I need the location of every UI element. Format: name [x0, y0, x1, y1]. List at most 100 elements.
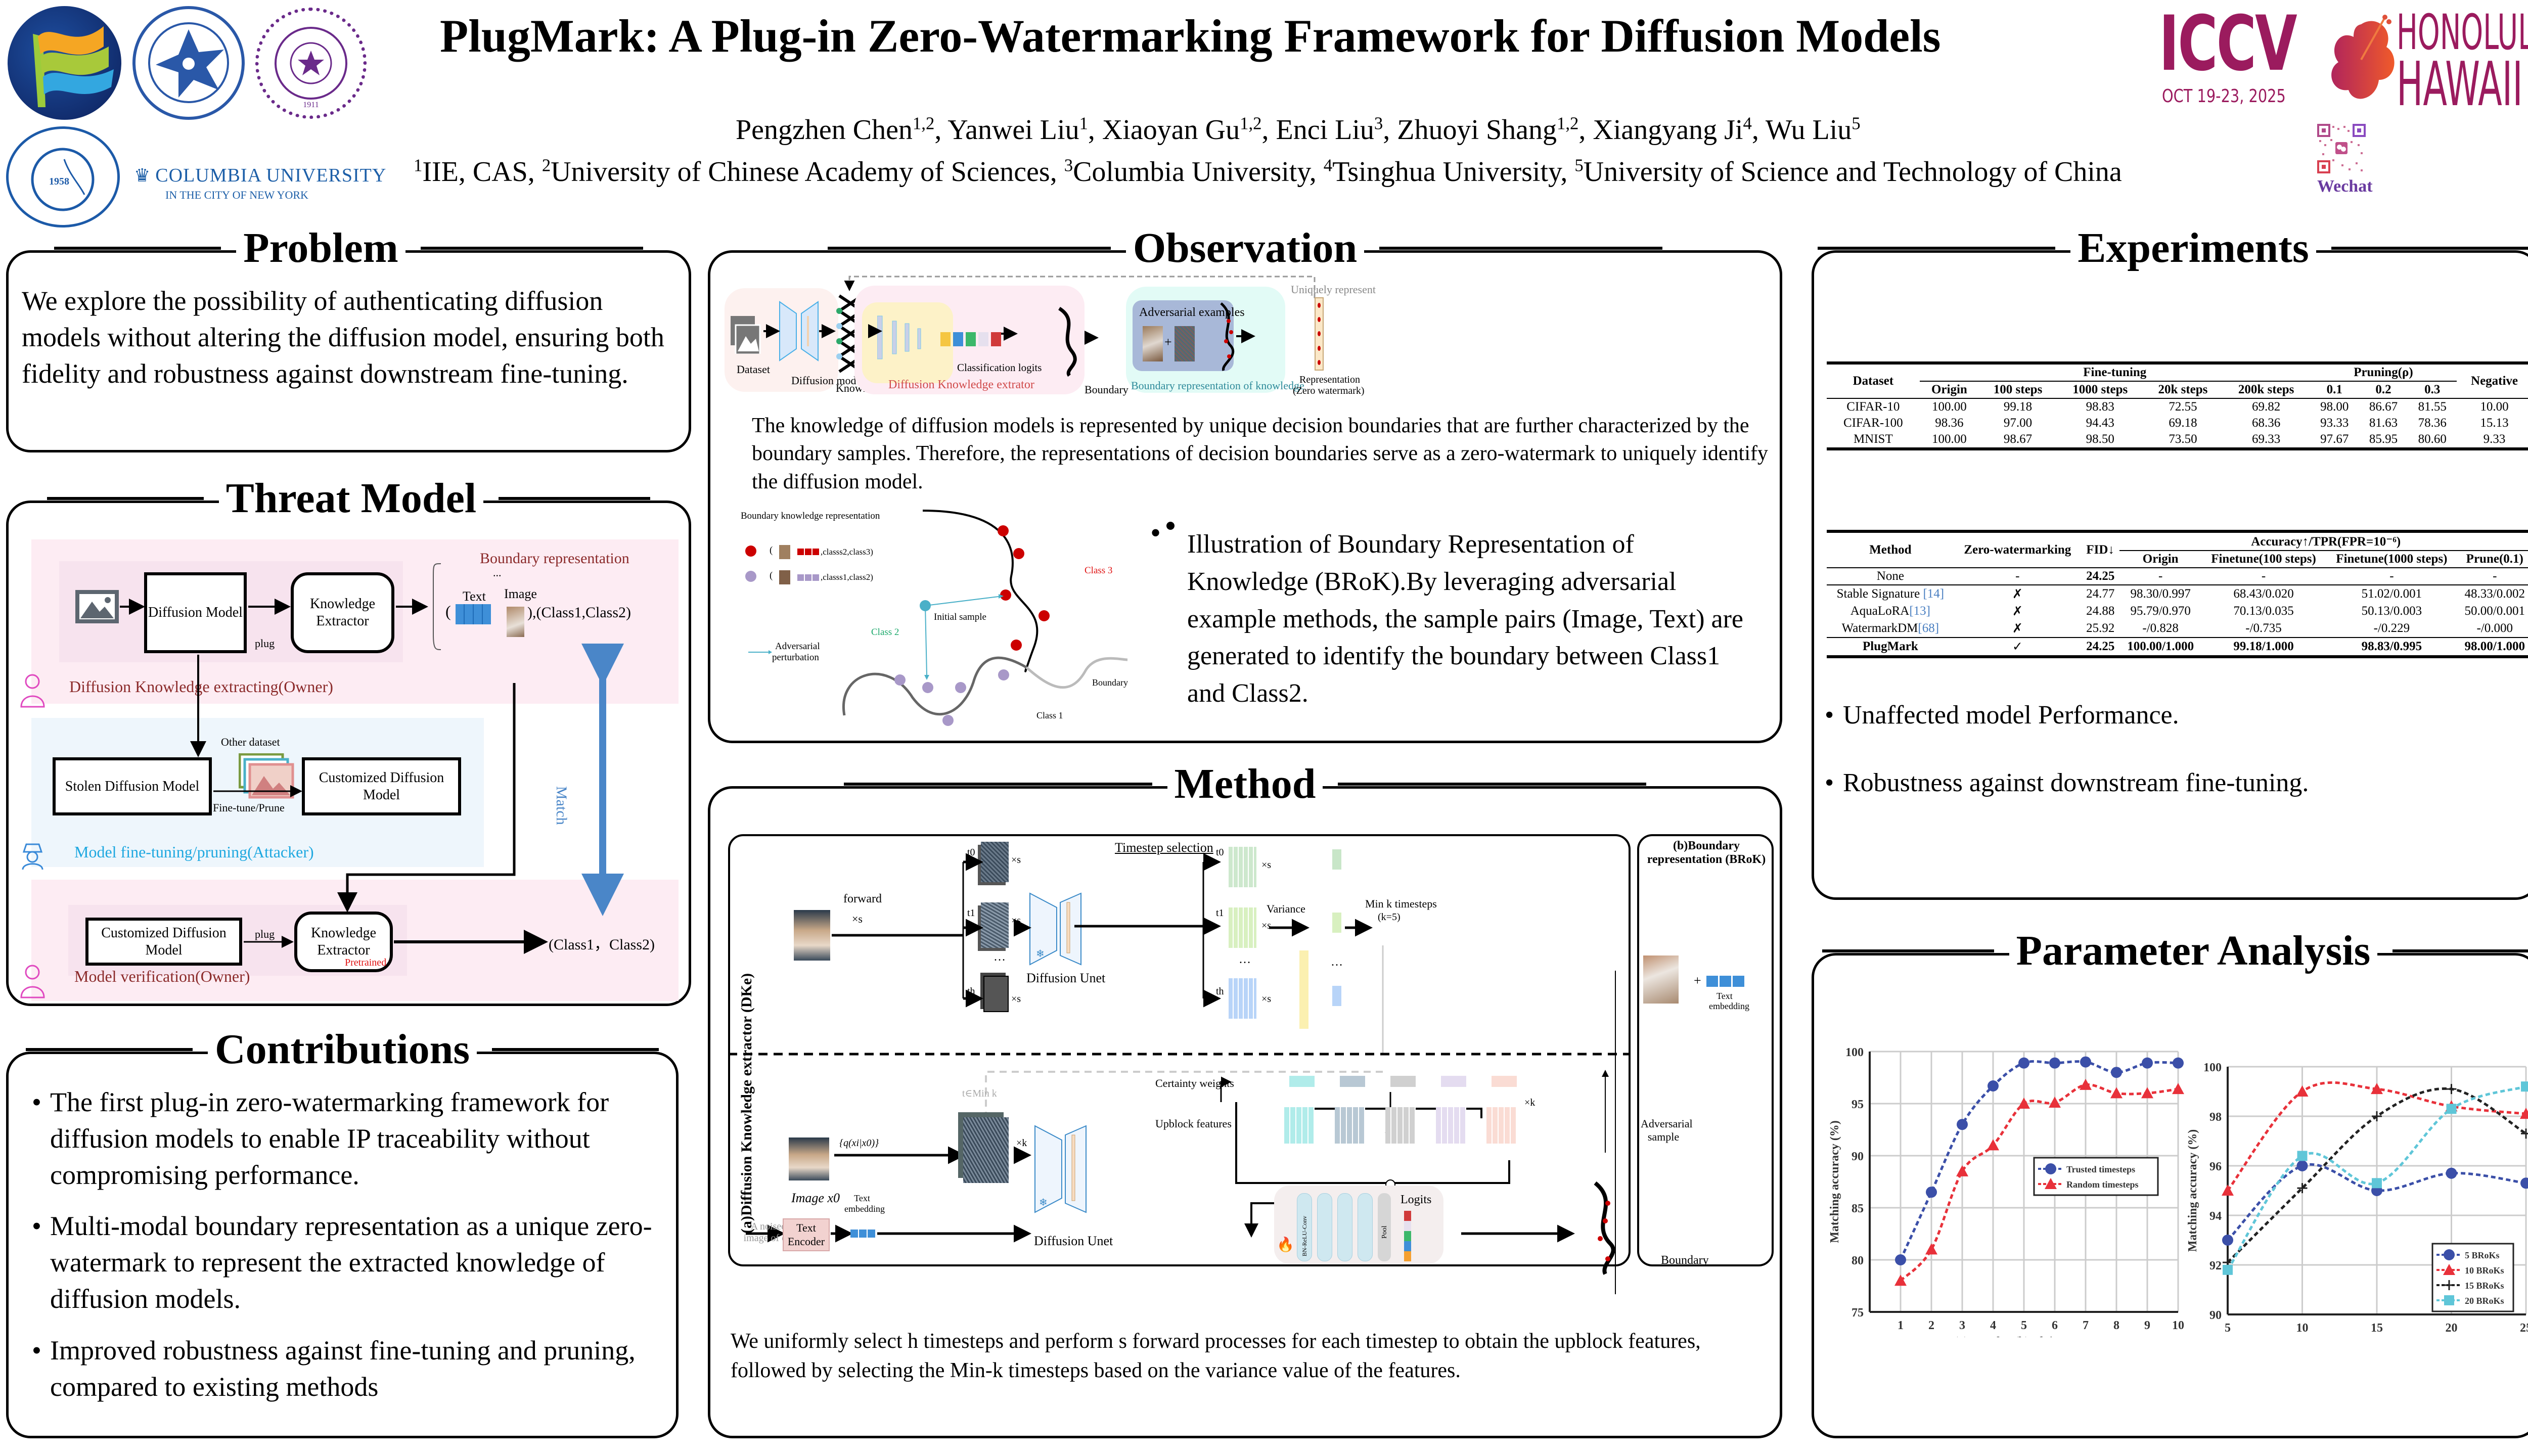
svg-text:1911: 1911 [303, 101, 319, 109]
col-zero-watermarking: Zero-watermarking [1964, 543, 2071, 557]
y-tick-label: 98 [2209, 1111, 2222, 1124]
xs-feat-t0: ×s [1261, 859, 1272, 871]
x-tick-label: 5 [2225, 1322, 2231, 1335]
knowledge-extractor-verify-box: Knowledge Extractor [294, 912, 393, 972]
value-cell: 95.79/0.970 [2130, 604, 2191, 618]
sub-header: Finetune(1000 steps) [2336, 552, 2448, 566]
sub-header: 20k steps [2158, 383, 2208, 396]
threat-model-panel: Threat Model Diffusion Model Knowledge E… [6, 474, 691, 1006]
value-cell: 97.67 [2320, 432, 2349, 446]
x-tick-label: 9 [2144, 1319, 2150, 1332]
y-axis-label: Matching accuracy (%) [1828, 1120, 1841, 1243]
method-arrows [728, 853, 1631, 1294]
data-point [2080, 1056, 2091, 1068]
value-cell: 51.02/0.001 [2361, 587, 2422, 601]
data-point [2223, 1264, 2233, 1275]
xk-label: ×k [1524, 1097, 1536, 1108]
wechat-qr-code[interactable]: Wechat [2317, 124, 2373, 196]
affiliation-index: 2 [541, 155, 551, 175]
value-cell: 98.30/0.997 [2130, 587, 2191, 601]
citation-link[interactable]: [13] [1909, 604, 1931, 618]
value-cell: -/0.735 [2245, 621, 2282, 635]
sub-header: Finetune(100 steps) [2211, 552, 2316, 566]
data-point [1988, 1080, 1999, 1091]
affiliation-name: Tsinghua University, [1332, 156, 1568, 188]
citation-link[interactable]: [68] [1918, 621, 1939, 635]
author-list: Pengzhen Chen1,2, Yanwei Liu1, Xiaoyan G… [736, 113, 1861, 146]
y-tick-label: 92 [2209, 1259, 2222, 1272]
knowledge-extractor-box: Knowledge Extractor [291, 572, 394, 653]
affiliation-name: Columbia University, [1073, 156, 1317, 188]
y-tick-label: 90 [2209, 1309, 2222, 1322]
method-cell: AquaLoRA[13] [1850, 604, 1931, 618]
data-point [2372, 1178, 2382, 1189]
initial-sample-label: Initial sample [934, 612, 986, 622]
series-random-timesteps [1894, 1078, 2184, 1286]
data-point [2371, 1083, 2383, 1095]
plug-label: plug [255, 637, 275, 650]
table-row: WatermarkDM[68]✗25.92-/0.828-/0.735-/0.2… [1827, 620, 2528, 638]
paren-open: ( [445, 602, 451, 620]
image-icon [75, 590, 119, 623]
timestep-selection-label: Timestep selection [1115, 840, 1213, 855]
x-tick-label: 1 [1898, 1319, 1904, 1332]
cat-image-input [794, 910, 830, 961]
value-cell: 85.95 [2369, 432, 2398, 446]
boundary-method-label: Boundary [1661, 1254, 1709, 1267]
hibiscus-icon [2331, 15, 2395, 99]
upblock-grid-2 [1335, 1107, 1365, 1144]
upblock-features-label: Upblock features [1155, 1117, 1232, 1130]
data-point [2045, 1178, 2057, 1189]
data-point [2141, 1087, 2153, 1099]
upblock-grid-1 [1284, 1107, 1315, 1144]
data-point [2173, 1057, 2184, 1069]
diffusion-model-label: Diffusion model [791, 374, 865, 387]
pretrained-label: Pretrained [345, 957, 387, 968]
contributions-list: The first plug-in zero-watermarking fram… [29, 1084, 669, 1405]
value-cell: 100.00 [1932, 432, 1967, 446]
legend-entry: 10 BRoKs [2465, 1265, 2504, 1276]
zero-watermark-label: (Zero watermark) [1293, 385, 1365, 396]
threat-arrows [120, 563, 624, 954]
data-point [2111, 1067, 2122, 1078]
sub-header: 1000 steps [2072, 383, 2128, 396]
dke-frame [728, 834, 1631, 1266]
citation-link[interactable]: [14] [1923, 587, 1945, 601]
col-fid: FID↓ [2086, 543, 2114, 557]
parameter-analysis-heading: Parameter Analysis [2009, 926, 2378, 975]
purple-tuple: ,classs1,class2) [821, 572, 873, 582]
affiliation-index: 5 [1574, 155, 1584, 175]
match-label: Match [553, 786, 570, 825]
dataset-stack-icon [239, 753, 294, 799]
certainty-weight-1 [1289, 1076, 1315, 1087]
ellipsis-3: … [1331, 956, 1343, 969]
col-accuracy: Accuracy↑/TPR(FPR=10⁻⁶) [2119, 531, 2528, 551]
value-cell: 10.00 [2480, 400, 2509, 414]
value-cell: 100.00/1.000 [2127, 640, 2194, 653]
noised-prompt-label: A noised image of cat [743, 1221, 794, 1244]
adv-perturb-label-1: Adversarial [775, 641, 820, 652]
svg-text:❄: ❄ [1036, 948, 1045, 960]
x-tick-label: 10 [2172, 1319, 2184, 1332]
experiments-bullets: Unaffected model Performance. Robustness… [1822, 700, 2309, 798]
problem-text: We explore the possibility of authentica… [22, 286, 664, 389]
noised-images-t1 [981, 902, 1009, 948]
ellipsis-2: … [1239, 953, 1251, 966]
affiliation-name: University of Science and Technology of … [1583, 156, 2122, 188]
contribution-item: The first plug-in zero-watermarking fram… [29, 1084, 669, 1193]
value-cell: 68.43/0.020 [2233, 587, 2294, 601]
class-pair-label: ),(Class1,Class2) [527, 604, 631, 621]
conv-block-3 [1337, 1193, 1352, 1261]
classification-logits-label: Classification logits [957, 361, 1042, 374]
sub-header: Origin [2142, 552, 2179, 566]
data-point [2520, 1177, 2528, 1189]
affiliation-list: 1IIE, CAS, 2University of Chinese Academ… [414, 156, 2122, 188]
fire-icon: 🔥 [1277, 1237, 1294, 1253]
brok-frame [1637, 834, 1774, 1266]
k5-label: (k=5) [1378, 912, 1401, 923]
customized-model-verify-box: Customized Diffusion Model [85, 918, 242, 966]
upblock-grid-5 [1486, 1107, 1517, 1144]
